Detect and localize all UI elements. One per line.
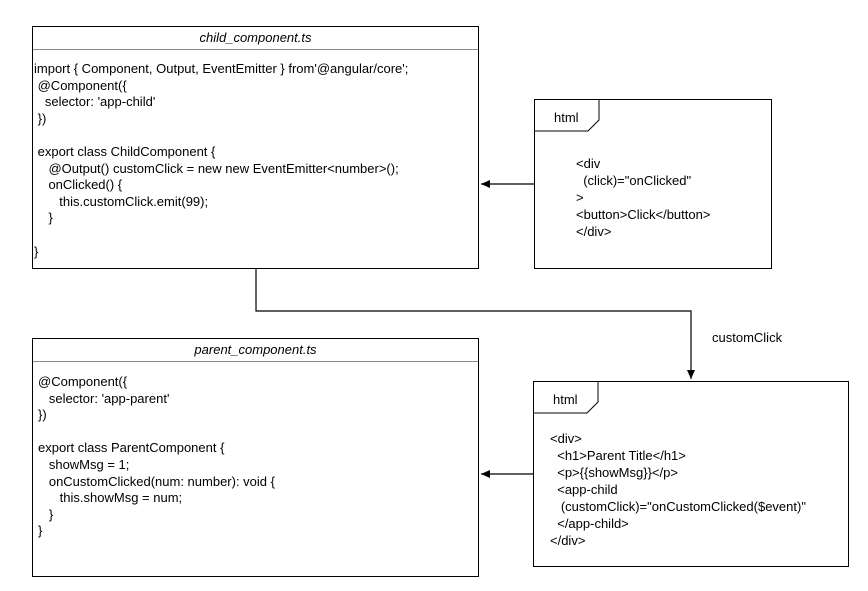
child-component-code: import { Component, Output, EventEmitter… [34,61,409,259]
parent-template-code: <div> <h1>Parent Title</h1> <p>{{showMsg… [550,431,806,548]
child-template-code: <div (click)="onClicked" > <button>Click… [576,156,711,239]
parent-template-tab [534,382,599,414]
child-component-box: child_component.ts import { Component, O… [32,26,479,269]
parent-component-box: parent_component.ts @Component({ selecto… [32,338,479,577]
parent-template-tab-label: html [553,392,578,407]
custom-click-edge-label: customClick [711,330,784,345]
child-template-frame: html <div (click)="onClicked" > <button>… [534,99,772,269]
parent-component-code: @Component({ selector: 'app-parent' }) e… [38,374,275,539]
parent-template-frame: html <div> <h1>Parent Title</h1> <p>{{sh… [533,381,849,567]
parent-component-title: parent_component.ts [33,339,478,362]
child-template-tab [535,100,600,132]
child-component-title: child_component.ts [33,27,478,50]
child-template-tab-label: html [554,110,579,125]
custom-click-event-arrow [255,269,695,379]
